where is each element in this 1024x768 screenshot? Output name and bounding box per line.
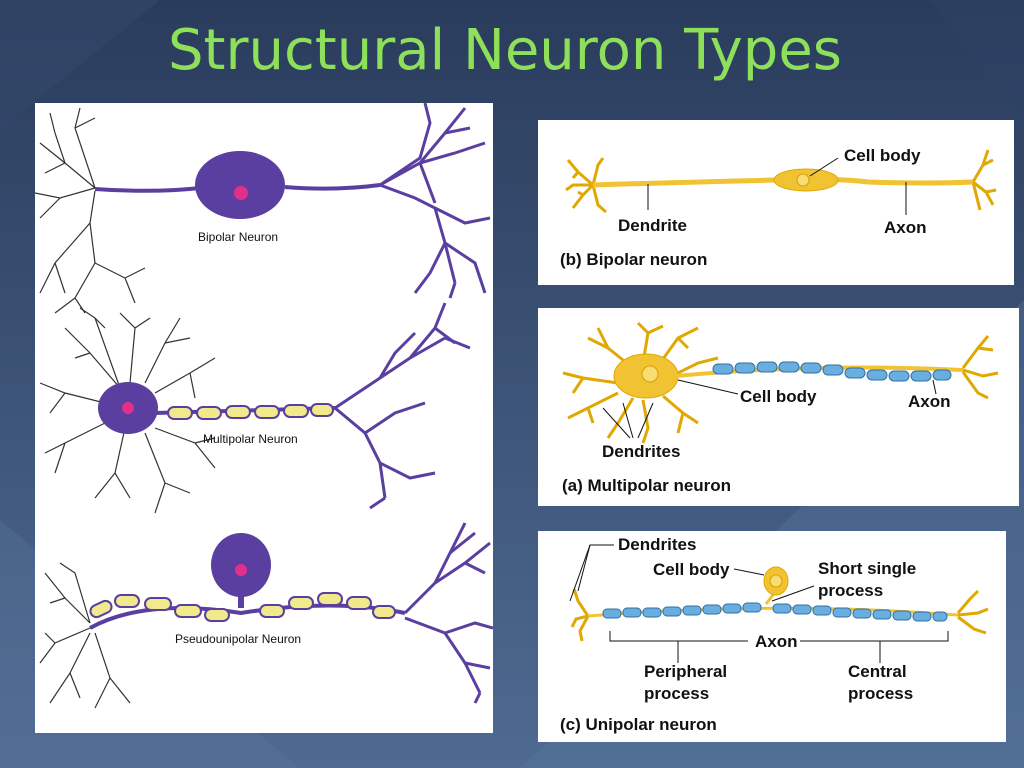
bipolar-neuron-caption-b: (b) Bipolar neuron (560, 250, 708, 269)
multipolar-neuron-caption-a: (a) Multipolar neuron (562, 476, 732, 495)
bipolar-cell-body-label: Cell body (844, 146, 921, 165)
bipolar-neuron-drawing (35, 103, 491, 314)
multipolar-axon-label: Axon (908, 392, 951, 411)
bipolar-neuron-panel: Cell body Dendrite Axon (b) Bipolar neur… (538, 120, 1014, 285)
multipolar-neuron-caption: Multipolar Neuron (203, 432, 298, 446)
unipolar-axon-label: Axon (755, 632, 798, 651)
peripheral-process-label-line1: Peripheral (644, 662, 728, 681)
multipolar-neuron-panel: Cell body Axon Dendrites (a) Multipolar … (538, 308, 1019, 506)
bipolar-axon-label: Axon (884, 218, 927, 237)
short-single-process-label-line1: Short single (818, 559, 917, 578)
unipolar-dendrites-label: Dendrites (618, 535, 697, 554)
central-process-label-line2: process (848, 684, 914, 703)
bipolar-neuron-diagram (565, 149, 997, 215)
page-title: Structural Neuron Types (168, 18, 842, 83)
multipolar-dendrites-label: Dendrites (602, 442, 681, 461)
pseudounipolar-neuron-drawing (39, 522, 493, 709)
left-neuron-illustration-panel: Bipolar Neuron (35, 103, 493, 733)
neuron-illustrations: Bipolar Neuron (35, 103, 493, 709)
peripheral-process-label-line2: process (644, 684, 710, 703)
unipolar-neuron-caption-c: (c) Unipolar neuron (560, 715, 717, 734)
bipolar-dendrite-label: Dendrite (618, 216, 687, 235)
unipolar-cell-body-label: Cell body (653, 560, 730, 579)
unipolar-neuron-panel: Dendrites Cell body Short single process… (538, 531, 1006, 742)
multipolar-neuron-drawing (39, 302, 471, 514)
unipolar-neuron-diagram (569, 544, 989, 663)
multipolar-neuron-diagram (562, 321, 999, 444)
bipolar-neuron-caption: Bipolar Neuron (198, 230, 278, 244)
multipolar-cell-body-label: Cell body (740, 387, 817, 406)
short-single-process-label-line2: process (818, 581, 884, 600)
pseudounipolar-neuron-caption: Pseudounipolar Neuron (175, 632, 301, 646)
central-process-label-line1: Central (848, 662, 907, 681)
